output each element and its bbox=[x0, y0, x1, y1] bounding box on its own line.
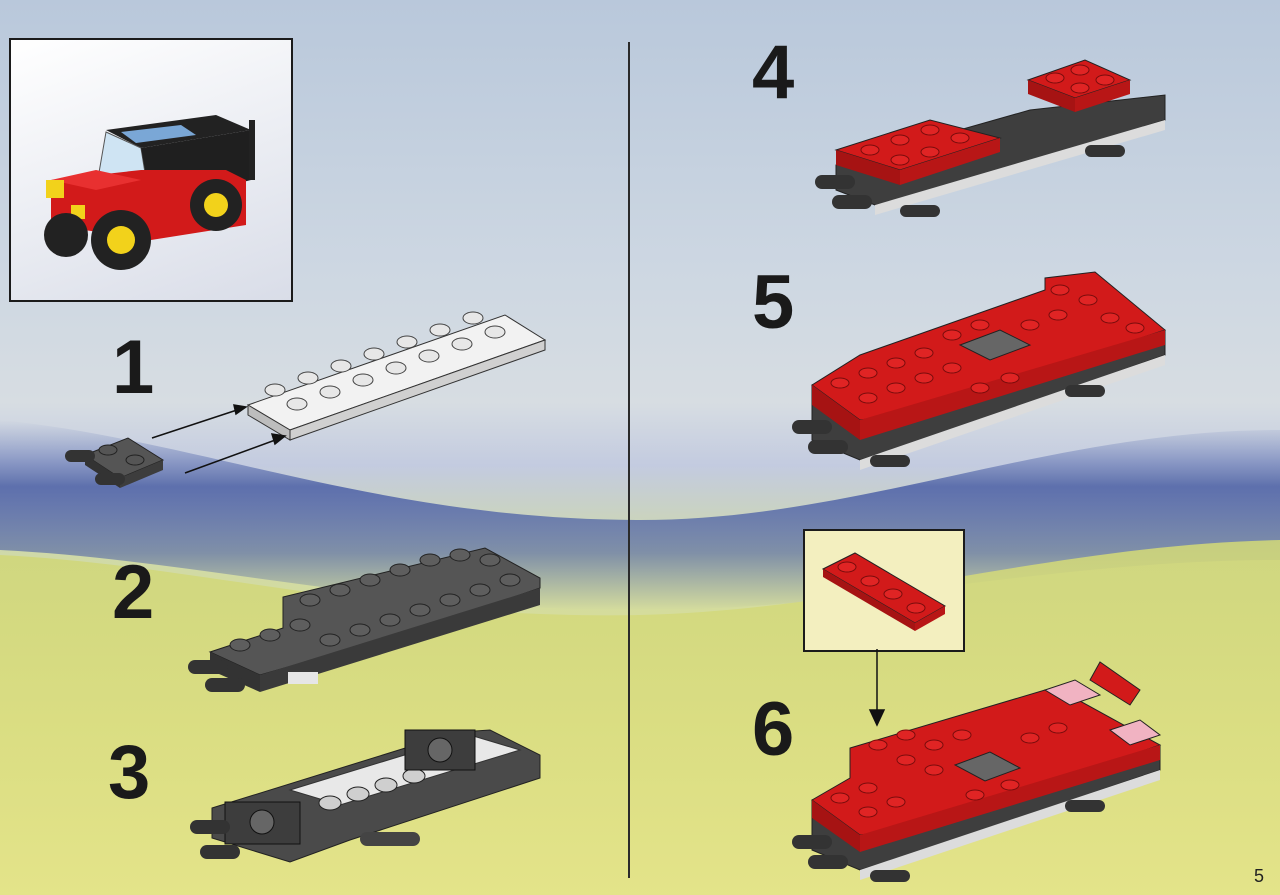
page-number: 5 bbox=[1253, 866, 1264, 886]
step-number-4: 4 bbox=[752, 30, 794, 115]
step-number-5: 5 bbox=[752, 260, 794, 345]
arrow-icon bbox=[151, 404, 287, 474]
step-number-2: 2 bbox=[112, 550, 154, 635]
dark-gray-axle-plate bbox=[65, 437, 165, 488]
finished-model-thumbnail bbox=[9, 38, 293, 302]
column-divider bbox=[628, 42, 630, 878]
red-plate-1x4 bbox=[821, 552, 946, 631]
jeep-illustration bbox=[44, 115, 255, 270]
parts-callout bbox=[803, 529, 965, 652]
step-number-1: 1 bbox=[112, 325, 154, 410]
down-arrow-icon bbox=[868, 649, 886, 727]
step-number-3: 3 bbox=[108, 730, 150, 815]
step-number-6: 6 bbox=[752, 687, 794, 772]
